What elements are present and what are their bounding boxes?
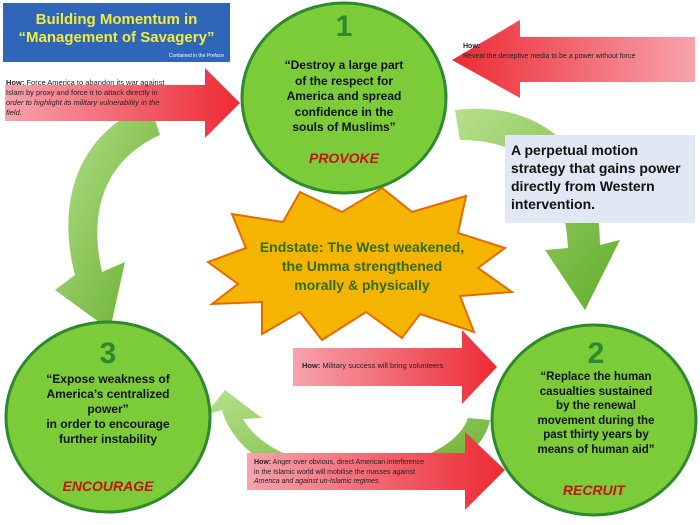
title-line-1: Building Momentum in <box>35 11 198 28</box>
title-note: Contained in the Preface <box>168 53 224 59</box>
how-text-line: order to highlight its military vulnerab… <box>6 98 160 107</box>
how-text-line: Force America to abandon its war against <box>26 78 165 87</box>
endstate-line: Endstate: The West weakened, <box>259 239 465 255</box>
stage-number-recruit: 2 <box>587 337 605 370</box>
how-text: Reveal the deceptive media to be a power… <box>463 53 636 60</box>
title-line-2: “Management of Savagery” <box>18 29 215 46</box>
quote-line: casualties sustained <box>539 385 653 398</box>
how-text-line: Islam by proxy and force it to attack di… <box>6 88 158 97</box>
stage-label-encourage: ENCOURAGE <box>62 478 154 494</box>
quote-line: America’s centralized <box>46 387 170 401</box>
cycle-arrow-right <box>455 108 620 310</box>
how-arrow-left-top <box>5 68 240 138</box>
quote-line: movement during the <box>537 414 655 427</box>
how-arrow-bottom <box>247 432 505 510</box>
quote-line: past thirty years by <box>543 429 649 441</box>
how-prefix: How: <box>302 361 321 370</box>
how-block-left-top: How: Force America to abandon its war ag… <box>6 78 211 118</box>
how-text-line: in the Islamic world will mobilise the m… <box>254 468 416 476</box>
quote-line: confidence in the <box>294 104 394 119</box>
quote-line: “Destroy a large part <box>284 58 404 72</box>
stage-quote-recruit: “Replace the human casualties sustained … <box>513 370 679 457</box>
quote-line: of the respect for <box>294 73 393 88</box>
how-arrow-right-top <box>452 20 695 98</box>
endstate-line: morally & physically <box>294 277 430 293</box>
endstate-starburst <box>205 186 515 342</box>
circle-recruit <box>490 323 698 517</box>
title-box: Building Momentum in “Management of Sava… <box>3 3 230 62</box>
stage-number-provoke: 1 <box>335 10 353 43</box>
circle-provoke <box>240 1 448 195</box>
stage-quote-provoke: “Destroy a large part of the respect for… <box>266 58 422 136</box>
endstate-line: the Umma strengthened <box>281 258 443 274</box>
how-text-line: America and against un-Islamic regimes. <box>254 478 381 485</box>
circle-encourage <box>4 320 212 514</box>
strategy-callout: A perpetual motion strategy that gains p… <box>505 135 695 223</box>
quote-line: “Replace the human <box>540 371 652 383</box>
stage-label-recruit: RECRUIT <box>562 482 626 498</box>
how-prefix: How: <box>254 459 272 466</box>
stage-quote-encourage: “Expose weakness of America’s centralize… <box>26 372 190 447</box>
quote-line: power” <box>87 402 129 416</box>
how-block-right-top: How: Reveal the deceptive media to be a … <box>463 42 695 62</box>
stage-label-provoke: PROVOKE <box>308 150 379 166</box>
quote-line: “Expose weakness of <box>46 372 170 386</box>
how-prefix: How: <box>463 43 481 50</box>
endstate-text: Endstate: The West weakened, the Umma st… <box>232 238 492 295</box>
quote-line: souls of Muslims” <box>292 120 396 134</box>
how-text-line: field. <box>6 108 22 117</box>
quote-line: further instability <box>58 432 157 446</box>
stage-number-encourage: 3 <box>99 337 117 370</box>
quote-line: means of human aid” <box>537 443 655 456</box>
how-block-middle: How: Military success will bring volunte… <box>302 361 492 371</box>
cycle-arrow-left <box>55 105 160 330</box>
quote-line: in order to encourage <box>46 417 170 431</box>
how-arrow-middle <box>293 330 497 404</box>
quote-line: by the renewal <box>556 400 636 412</box>
how-prefix: How: <box>6 78 25 87</box>
quote-line: America and spread <box>286 89 402 103</box>
how-text: Military success will bring volunteers <box>322 361 444 370</box>
how-block-bottom: How: Anger over obvious, direct American… <box>254 458 494 487</box>
how-text-line: Anger over obvious, direct American inte… <box>272 459 425 466</box>
